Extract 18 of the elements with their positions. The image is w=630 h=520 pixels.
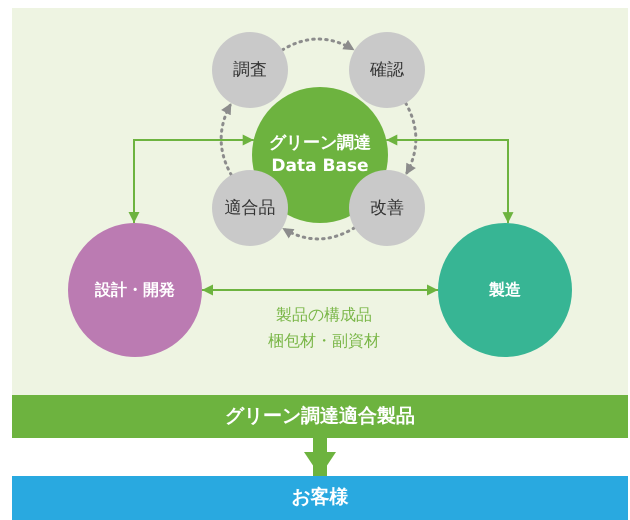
- double-arrow: [202, 284, 438, 296]
- node-label: グリーン調達適合製品: [225, 404, 415, 429]
- dotted-arrow: [280, 226, 356, 240]
- node-label: お客様: [292, 485, 348, 510]
- node-label: グリーン調達 Data Base: [268, 132, 372, 178]
- node-label: 確認: [370, 58, 404, 82]
- elbow-double-arrow: [128, 134, 254, 223]
- elbow-double-arrow: [386, 134, 514, 224]
- dotted-arrow: [280, 38, 356, 52]
- node-label: 調査: [233, 58, 267, 82]
- node-label: 適合品: [224, 196, 276, 220]
- dotted-arrow: [404, 102, 418, 176]
- product-bar: [12, 395, 628, 438]
- customer-bar: [12, 476, 628, 520]
- node-label: 製造: [489, 279, 521, 301]
- node-label: 改善: [370, 196, 404, 220]
- dotted-arrow: [220, 102, 233, 176]
- node-label: 設計・開発: [95, 279, 175, 301]
